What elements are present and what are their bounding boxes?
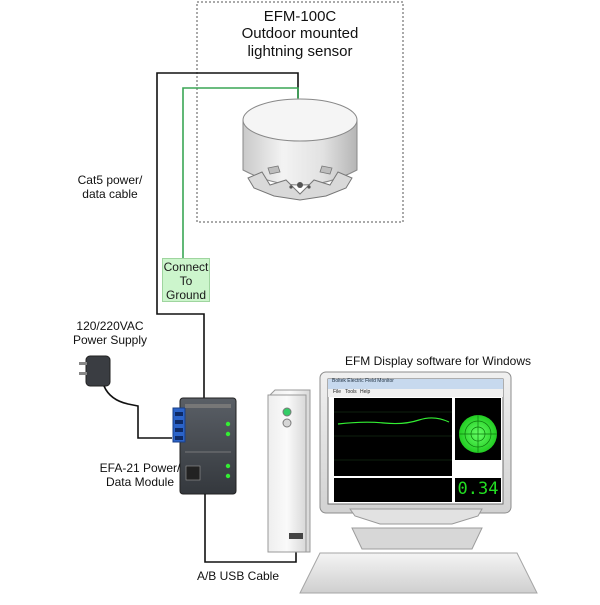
- psu-line1: 120/220VAC: [76, 319, 144, 333]
- module-line2: Data Module: [105, 474, 175, 489]
- field-line: [337, 417, 450, 425]
- field-chart: [334, 411, 452, 461]
- software-caption: EFM Display software for Windows: [344, 354, 532, 368]
- menu-file[interactable]: File: [333, 389, 342, 395]
- ground-line3: Ground: [165, 288, 207, 303]
- ground-line1: Connect: [163, 260, 209, 274]
- usb-label: A/B USB Cable: [196, 569, 280, 583]
- menu-help[interactable]: Help: [360, 389, 371, 395]
- cable-line1: Cat5 power/: [77, 173, 143, 187]
- module-label: EFA-21 Power/ Data Module: [80, 461, 200, 490]
- sensor-model: EFM-100C: [263, 8, 337, 25]
- ground-label: Connect To Ground: [162, 258, 210, 302]
- cable-label: Cat5 power/ data cable: [60, 173, 160, 202]
- sensor-enclosure-outline: [196, 1, 404, 223]
- lightning-sensor: [242, 98, 358, 201]
- keyboard: [299, 552, 538, 594]
- pc-tower: [267, 389, 311, 553]
- radar-display: [459, 415, 497, 453]
- power-supply: [79, 355, 172, 439]
- power-supply-label: 120/220VAC Power Supply: [60, 319, 160, 348]
- cat5-cable: [156, 72, 299, 400]
- efa21-module: [172, 397, 237, 495]
- power-cord: [103, 385, 172, 439]
- field-readout: 0.34: [457, 479, 499, 499]
- monitor: [319, 371, 512, 550]
- ground-line2: To: [179, 274, 193, 289]
- sensor-line1: Outdoor mounted: [241, 25, 359, 43]
- window-title: Boltek Electric Field Monitor: [332, 378, 394, 384]
- menu-tools[interactable]: Tools: [345, 389, 357, 395]
- sensor-label: EFM-100C Outdoor mounted lightning senso…: [200, 8, 400, 60]
- cable-line2: data cable: [82, 186, 138, 201]
- ground-wire: [182, 87, 299, 260]
- sensor-line2: lightning sensor: [247, 42, 353, 60]
- psu-line2: Power Supply: [72, 332, 148, 347]
- module-line1: EFA-21 Power/: [99, 461, 181, 475]
